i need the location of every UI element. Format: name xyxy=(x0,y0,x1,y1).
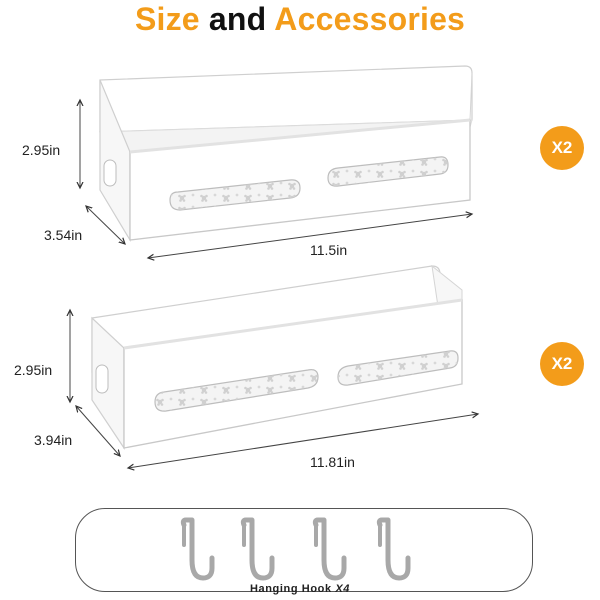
hanging-hook-2-icon xyxy=(240,517,275,581)
shelf-top-illustration xyxy=(80,65,472,258)
bottom-shelf-width-label: 11.81in xyxy=(310,454,355,470)
bottom-shelf-height-label: 2.95in xyxy=(14,362,53,378)
hanging-hook-multiplier: X4 xyxy=(335,583,351,595)
bottom-shelf-quantity-badge: X2 xyxy=(540,342,584,386)
top-shelf-width-label: 11.5in xyxy=(310,242,348,258)
hanging-hook-4-icon xyxy=(376,517,411,581)
title-word-and: and xyxy=(208,1,267,37)
hanging-hooks-panel xyxy=(75,508,533,592)
hanging-hooks-illustration xyxy=(180,517,411,581)
hanging-hook-caption-text: Hanging Hook xyxy=(249,583,332,595)
top-shelf-height-label: 2.95in xyxy=(22,142,61,158)
bottom-shelf-depth-label: 3.94in xyxy=(34,432,73,448)
top-shelf-depth-label: 3.54in xyxy=(44,227,83,243)
hanging-hook-caption: Hanging Hook X4 xyxy=(0,583,600,595)
top-shelf-quantity-badge: X2 xyxy=(540,126,584,170)
shelf-bottom-illustration xyxy=(70,264,478,468)
hanging-hook-3-icon xyxy=(312,517,347,581)
title-word-size: Size xyxy=(134,1,200,37)
page-title: Size and Accessories xyxy=(0,0,600,44)
hanging-hook-1-icon xyxy=(180,517,215,581)
title-word-accessories: Accessories xyxy=(274,1,466,37)
